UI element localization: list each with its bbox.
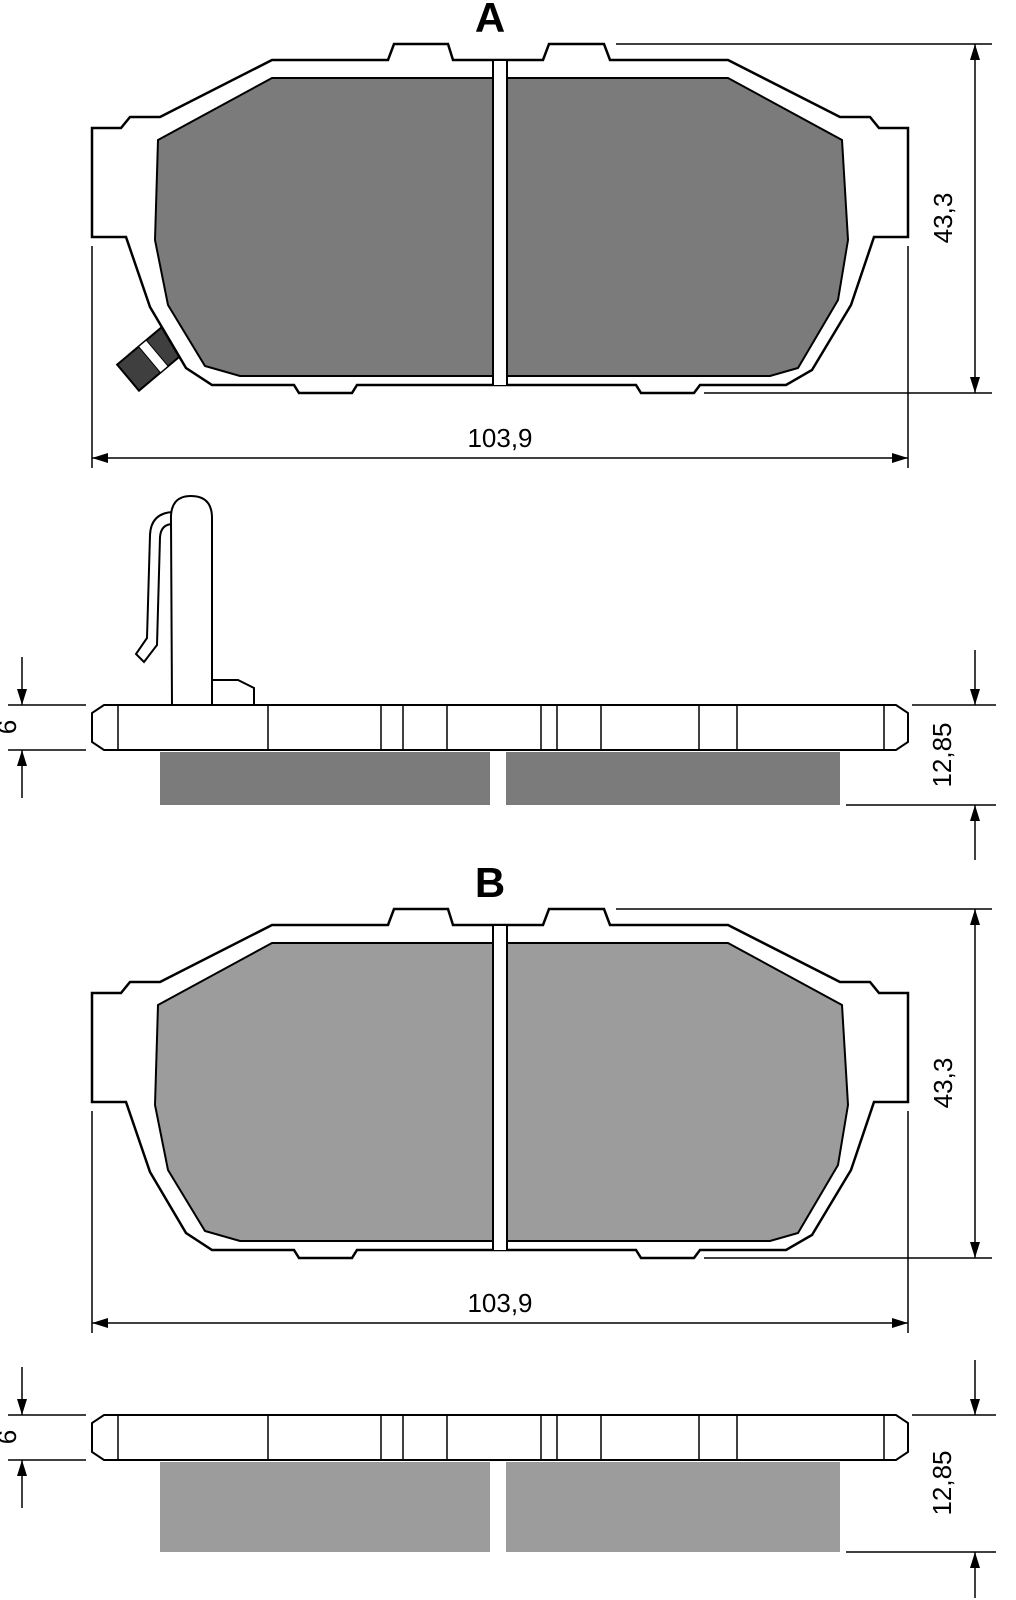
dim-plate-a [8, 657, 86, 798]
dim-total-a [846, 650, 996, 860]
view-b-label: B [475, 859, 505, 906]
dim-height-b [616, 908, 992, 1259]
dim-height-b-value: 43,3 [928, 1058, 958, 1109]
dim-height-a [616, 43, 992, 394]
backing-plate-profile-b [91, 1414, 909, 1461]
dim-height-a-value: 43,3 [928, 193, 958, 244]
backing-plate-profile-a [91, 704, 909, 751]
dim-width-b-value: 103,9 [467, 1288, 532, 1318]
pad-front-view-b [90, 907, 910, 1260]
center-groove-b [492, 925, 508, 1251]
retaining-clip [134, 494, 255, 707]
dim-plate-b-value: 6 [0, 1430, 22, 1444]
dim-total-a-value: 12,85 [927, 722, 957, 787]
pad-profile-view-b [91, 1414, 909, 1552]
friction-profile-gap-b [490, 1462, 506, 1552]
dim-total-b-value: 12,85 [927, 1450, 957, 1515]
dim-total-b [846, 1360, 996, 1598]
view-a-label: A [475, 0, 505, 41]
pad-profile-view-a [91, 494, 909, 805]
dim-plate-a-value: 6 [0, 720, 22, 734]
pad-front-view-a [90, 42, 910, 395]
dim-width-a-value: 103,9 [467, 423, 532, 453]
center-groove-a [492, 60, 508, 386]
dim-width-a [91, 246, 909, 468]
dim-plate-b [8, 1367, 86, 1508]
dim-width-b [91, 1111, 909, 1333]
friction-profile-gap-a [490, 752, 506, 805]
